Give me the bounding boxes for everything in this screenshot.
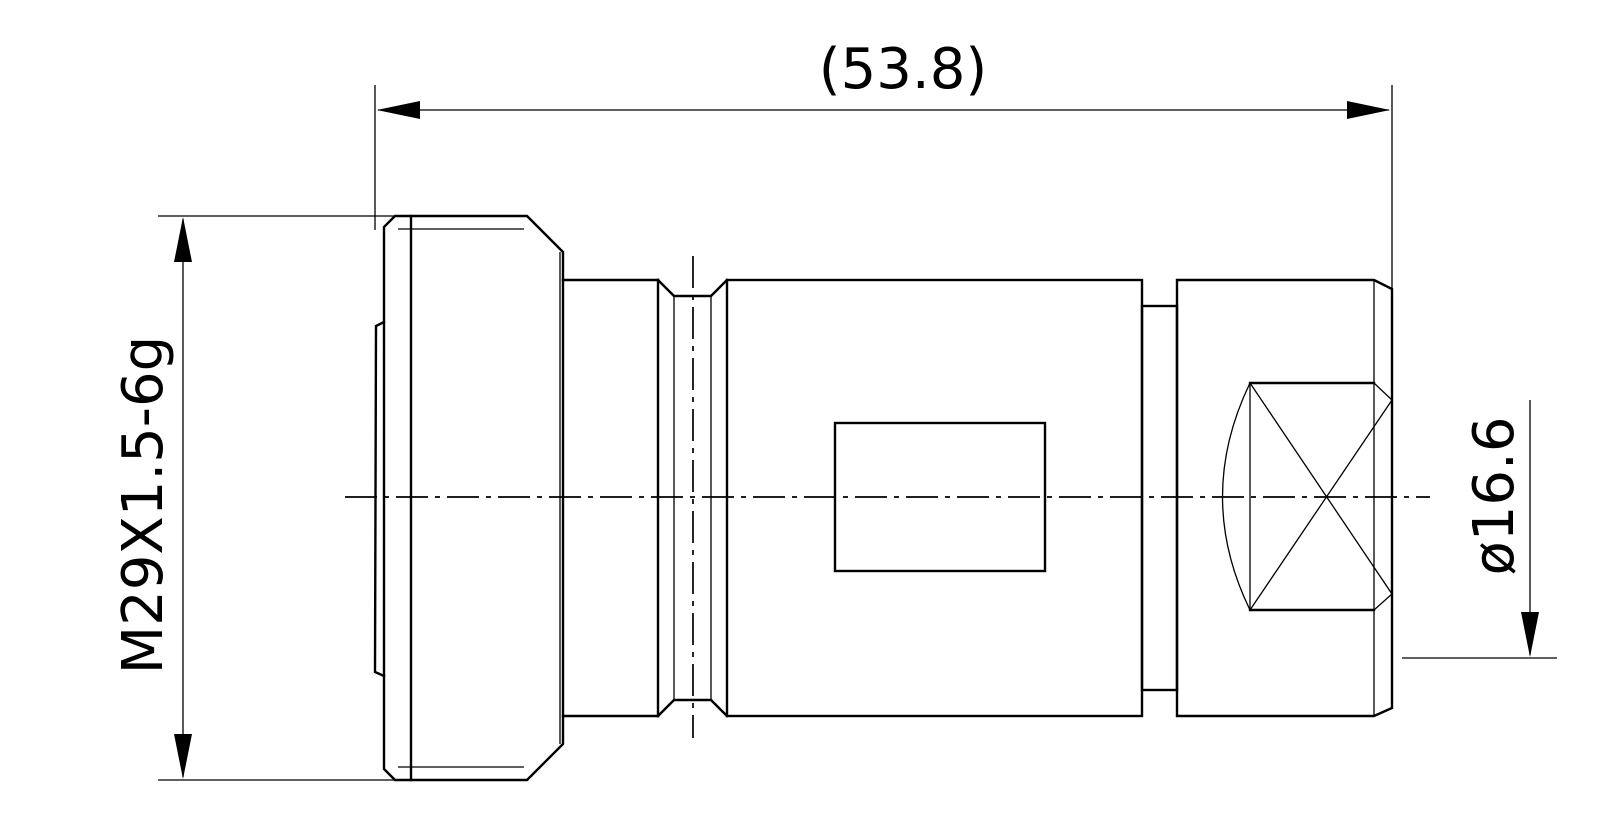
collar [1140, 304, 1179, 692]
main-body [725, 278, 1144, 718]
nut-end-face [373, 320, 386, 678]
nut-body [382, 214, 565, 782]
end-section [1175, 278, 1394, 718]
length-arrow-right [1347, 101, 1390, 119]
thread-arrow-top [174, 217, 192, 262]
body-outline [725, 278, 1144, 718]
length-arrow-left [377, 101, 420, 119]
length-label: (53.8) [819, 37, 987, 102]
coupling-nut [373, 214, 565, 782]
collar-outline [1140, 304, 1179, 692]
thread-dimension: M29X1.5-6g [111, 215, 395, 781]
flat-diagonal-1 [1249, 382, 1393, 595]
flat-diagonal-2 [1249, 399, 1393, 611]
thread-label: M29X1.5-6g [111, 336, 176, 674]
length-dimension: (53.8) [374, 37, 1393, 290]
groove-bottom [656, 698, 729, 718]
thread-arrow-bottom [174, 734, 192, 779]
neck-section [561, 256, 729, 738]
diameter-label: ø16.6 [1462, 417, 1527, 576]
end-outline [1175, 278, 1394, 718]
part-outline [345, 214, 1430, 782]
diameter-arrow [1521, 612, 1539, 657]
diameter-dimension: ø16.6 [1402, 400, 1557, 659]
